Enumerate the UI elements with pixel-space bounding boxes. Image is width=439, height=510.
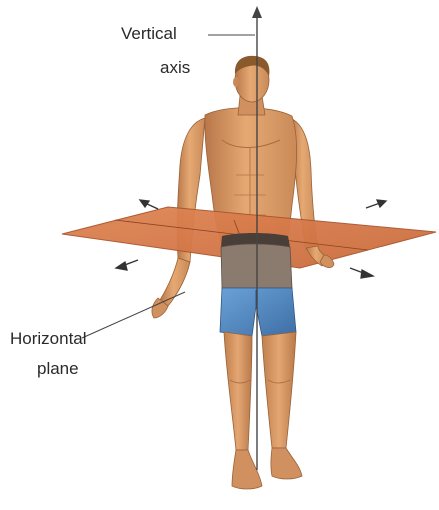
horizontal-plane-label-line2: plane: [37, 359, 79, 379]
vertical-axis-label-line2: axis: [160, 58, 190, 78]
horizontal-plane-leader: [82, 292, 185, 338]
vertical-axis-label-line1: Vertical: [121, 24, 177, 44]
horizontal-plane-label-line1: Horizontal: [10, 329, 87, 349]
figure-lower: [152, 233, 334, 489]
arrow-up-icon: [252, 6, 262, 18]
